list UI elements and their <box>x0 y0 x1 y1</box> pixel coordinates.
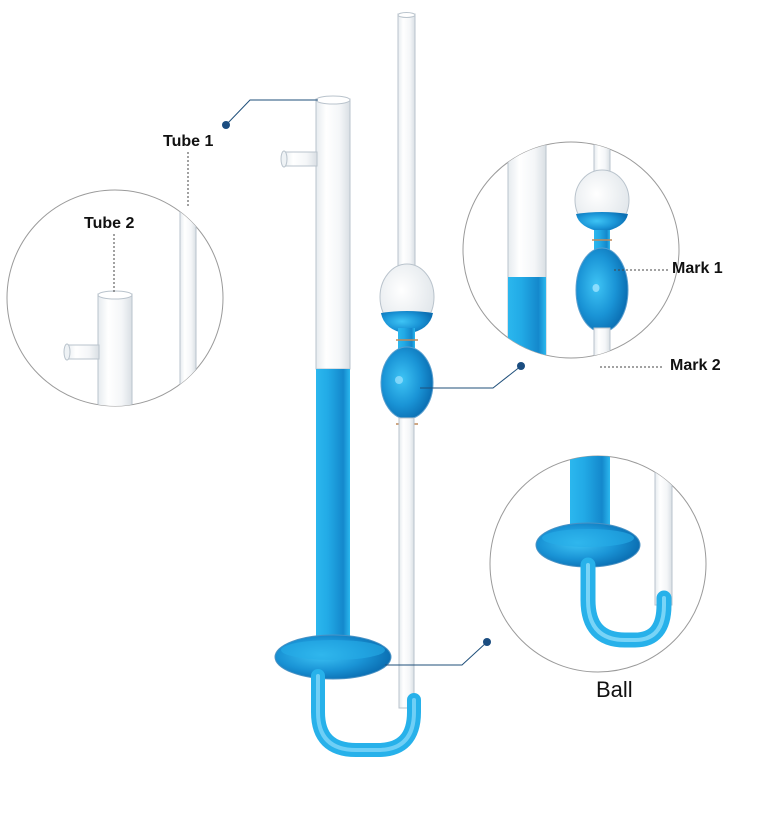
detail-circle-tubes <box>6 189 224 407</box>
leader-lines <box>225 99 522 666</box>
label-mark-1: Mark 1 <box>672 260 723 277</box>
capillary-tube-top <box>397 13 416 270</box>
side-arm <box>282 151 318 167</box>
label-ball: Ball <box>596 677 633 702</box>
label-tube-2: Tube 2 <box>84 215 135 232</box>
leader-dots <box>222 121 525 646</box>
label-mark-2: Mark 2 <box>670 357 721 374</box>
main-viscometer <box>274 12 435 757</box>
label-tube-1: Tube 1 <box>163 133 214 150</box>
dotted-guides <box>113 152 668 368</box>
liquid-column <box>316 369 350 651</box>
wide-tube <box>315 98 351 370</box>
capillary-tube-bottom <box>398 417 415 709</box>
detail-circle-reservoir <box>489 455 707 673</box>
lower-bulb <box>380 346 434 420</box>
detail-circle-marks <box>462 141 680 359</box>
